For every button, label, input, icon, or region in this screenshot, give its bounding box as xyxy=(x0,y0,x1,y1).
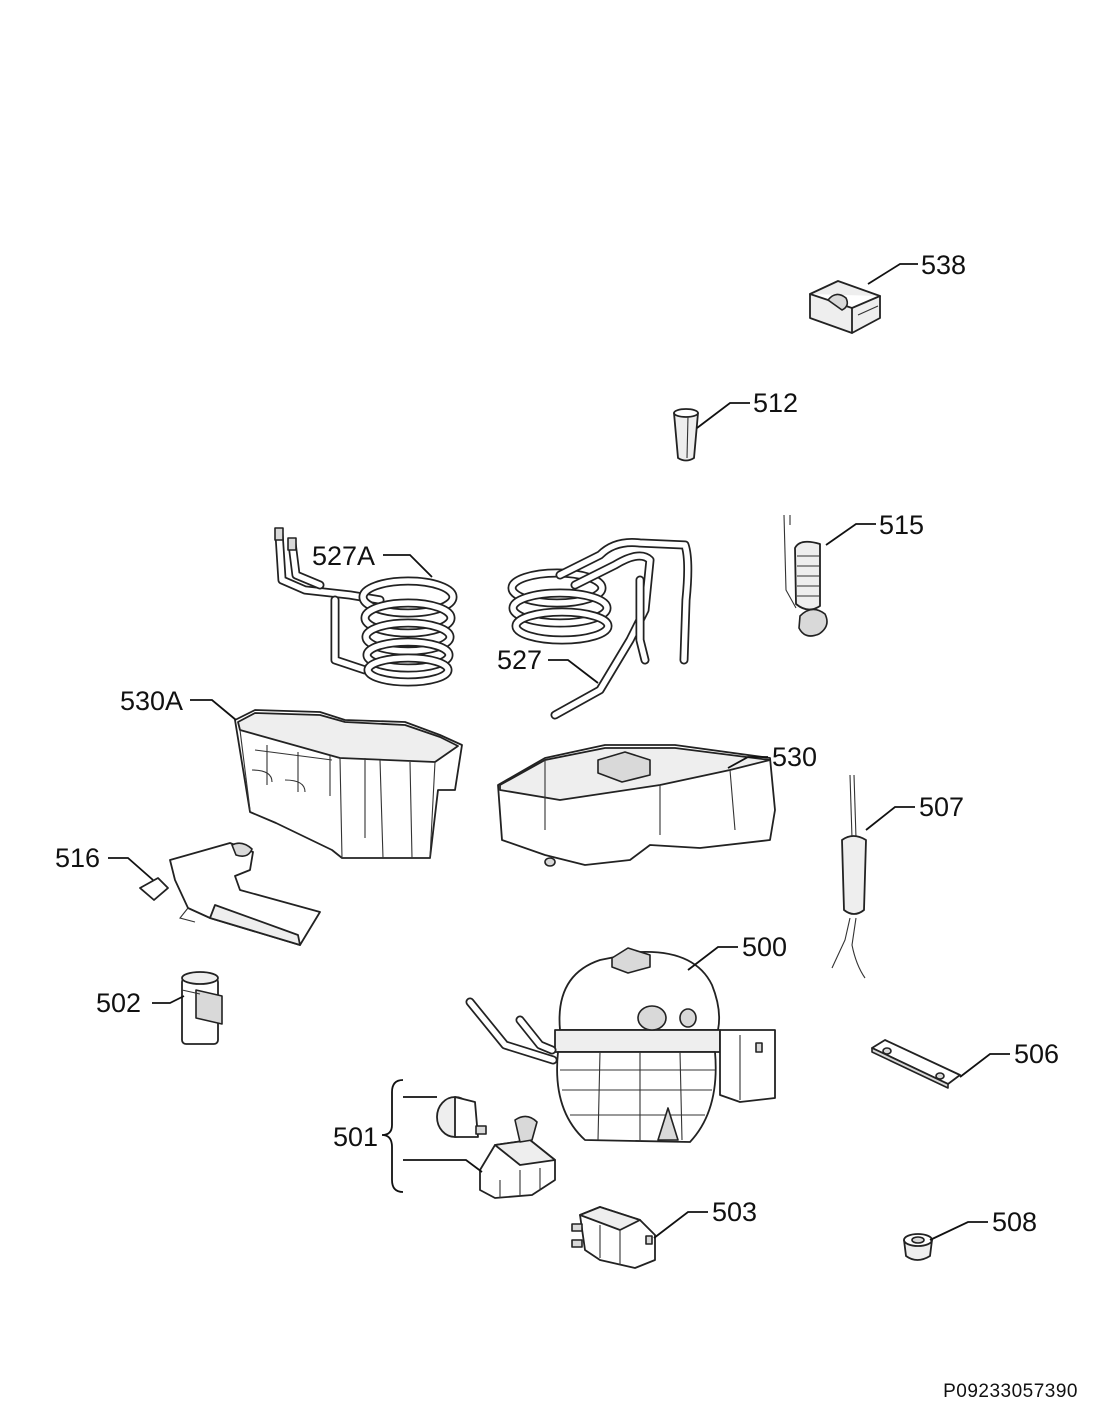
part-506-plate xyxy=(871,1039,961,1089)
part-502-leader xyxy=(152,995,185,1004)
part-530A-label: 530A xyxy=(120,686,183,716)
part-501-label: 501 xyxy=(333,1122,378,1152)
part-538-leader xyxy=(867,263,918,285)
part-527A-leader xyxy=(383,554,433,578)
part-500-leader xyxy=(687,946,738,971)
part-527-bent-tube xyxy=(507,538,693,720)
part-530A-tray xyxy=(234,709,463,859)
drawing-reference-code: P09233057390 xyxy=(943,1381,1078,1402)
part-538-clip xyxy=(809,280,881,334)
part-512-label: 512 xyxy=(753,388,798,418)
part-501-relay-set xyxy=(381,1079,556,1199)
part-500-label: 500 xyxy=(742,932,787,962)
part-501-leaders xyxy=(403,1096,483,1173)
part-502-label: 502 xyxy=(96,988,141,1018)
part-516-bracket xyxy=(139,842,321,946)
part-508-label: 508 xyxy=(992,1207,1037,1237)
part-527-label: 527 xyxy=(497,645,542,675)
part-503-starter-relay xyxy=(571,1206,656,1269)
part-530A-leader xyxy=(190,699,237,721)
part-538-label: 538 xyxy=(921,250,966,280)
part-506-leader xyxy=(959,1053,1010,1078)
part-512-sleeve xyxy=(673,408,699,462)
part-507-drier xyxy=(831,774,867,979)
part-508-grommet xyxy=(903,1233,933,1261)
part-503-leader xyxy=(653,1211,708,1239)
part-515-label: 515 xyxy=(879,510,924,540)
part-512-leader xyxy=(696,402,750,429)
part-530-base-tray xyxy=(497,744,776,867)
part-527-leader xyxy=(548,659,599,684)
part-515-leader xyxy=(825,523,876,546)
part-527A-label: 527A xyxy=(312,541,375,571)
part-516-label: 516 xyxy=(55,843,100,873)
part-527A-coil-tube xyxy=(274,527,458,687)
part-515-heater xyxy=(783,514,828,637)
part-500-compressor xyxy=(465,947,776,1143)
part-507-leader xyxy=(865,806,915,831)
part-516-leader xyxy=(108,857,154,881)
part-508-leader xyxy=(929,1221,988,1241)
part-503-label: 503 xyxy=(712,1197,757,1227)
part-530-leader xyxy=(727,756,768,769)
part-506-label: 506 xyxy=(1014,1039,1059,1069)
part-507-label: 507 xyxy=(919,792,964,822)
part-502-capacitor xyxy=(181,971,223,1045)
part-530-label: 530 xyxy=(772,742,817,772)
